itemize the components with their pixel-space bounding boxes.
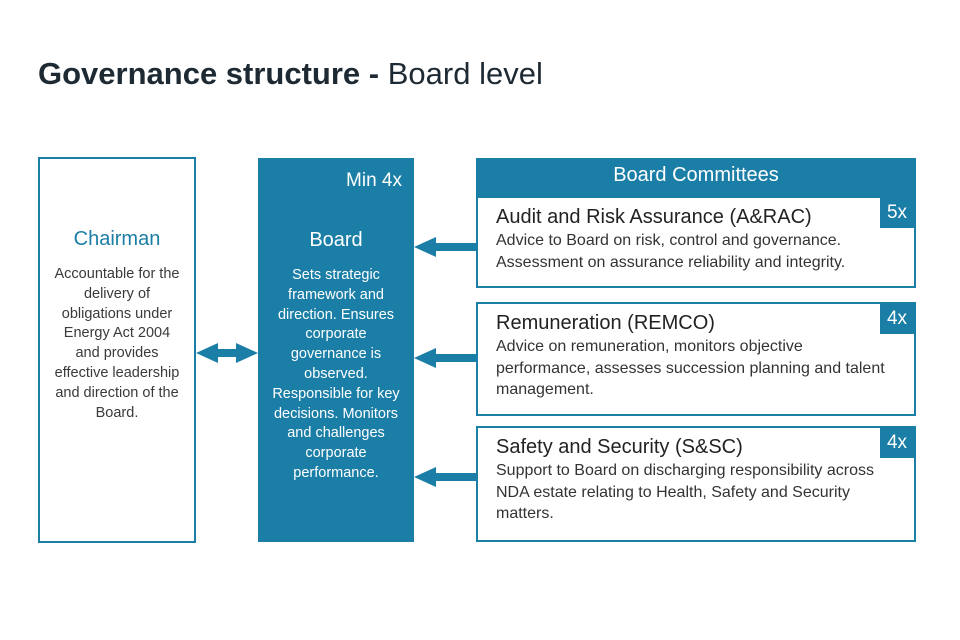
committee-remuneration: Remuneration (REMCO) 4x Advice on remune… bbox=[476, 302, 916, 416]
board-description: Sets strategic framework and direction. … bbox=[272, 267, 400, 481]
committee-name: Audit and Risk Assurance (A&RAC) bbox=[496, 206, 812, 228]
committee-name: Safety and Security (S&SC) bbox=[496, 436, 743, 458]
page-title: Governance structure - Board level bbox=[38, 56, 543, 92]
board-frequency: Min 4x bbox=[346, 170, 402, 191]
committee-audit-risk: Audit and Risk Assurance (A&RAC) 5x Advi… bbox=[476, 196, 916, 288]
board-box: Min 4x Board Sets strategic framework an… bbox=[258, 158, 414, 542]
double-arrow-icon bbox=[196, 343, 258, 363]
committee-description: Support to Board on discharging responsi… bbox=[496, 462, 874, 522]
committee-name: Remuneration (REMCO) bbox=[496, 312, 715, 334]
board-heading: Board bbox=[309, 229, 363, 251]
arrow-left-icon bbox=[414, 237, 476, 257]
title-light: Board level bbox=[387, 56, 543, 91]
arrow-left-icon bbox=[414, 467, 476, 487]
title-bold: Governance structure - bbox=[38, 56, 380, 91]
committee-frequency-badge: 4x bbox=[880, 304, 914, 334]
chairman-description: Accountable for the delivery of obligati… bbox=[54, 266, 180, 421]
committee-frequency-badge: 4x bbox=[880, 428, 914, 458]
chairman-box: Chairman Accountable for the delivery of… bbox=[38, 157, 196, 543]
chairman-heading: Chairman bbox=[73, 228, 161, 250]
board-committees: Board Committees Audit and Risk Assuranc… bbox=[476, 158, 916, 542]
arrow-left-icon bbox=[414, 348, 476, 368]
committees-header: Board Committees bbox=[476, 158, 916, 196]
committee-description: Advice on remuneration, monitors objecti… bbox=[496, 338, 885, 398]
committee-safety-security: Safety and Security (S&SC) 4x Support to… bbox=[476, 426, 916, 542]
committee-description: Advice to Board on risk, control and gov… bbox=[496, 232, 846, 271]
committee-frequency-badge: 5x bbox=[880, 198, 914, 228]
